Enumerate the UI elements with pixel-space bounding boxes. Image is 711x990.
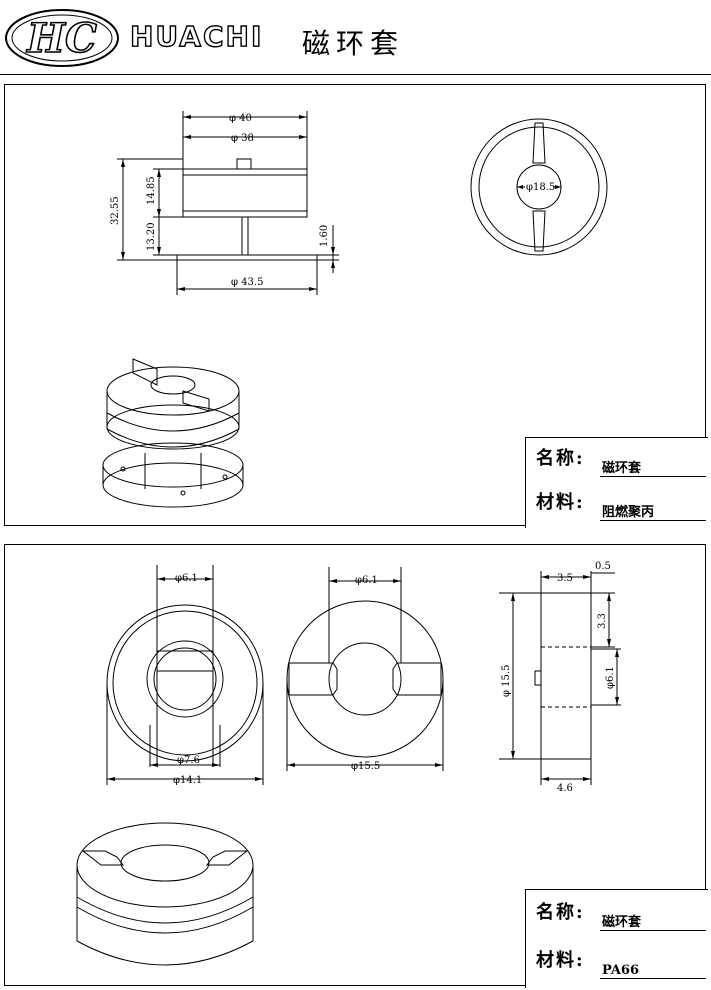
title-block-2: 名称: 磁环套 材料: PA66: [525, 889, 708, 988]
name-label: 名称:: [536, 448, 585, 469]
dim-c-total-width: 4.6: [557, 783, 573, 794]
material-value: PA66: [600, 963, 706, 979]
drawing-panel-2-svg: φ6.1 φ7.6 φ14.1 φ6.1 φ15.5: [76, 561, 621, 966]
dim-center-hole: φ18.5: [526, 182, 555, 193]
logo-mark: HC: [26, 15, 97, 62]
drawing-panel-1-svg: φ 40 φ 38 φ 43.5 32.55 14.85 13.20 1.60 …: [102, 111, 608, 508]
material-label: 材料:: [536, 492, 585, 513]
dim-b-outer: φ15.5: [351, 761, 380, 772]
title-block-name-row: 名称: 磁环套: [536, 444, 706, 480]
dim-inner-diameter: φ 38: [231, 133, 254, 144]
title-block-name-row: 名称: 磁环套: [536, 898, 706, 934]
name-value: 磁环套: [600, 457, 706, 477]
dim-a-slot-width: φ6.1: [175, 573, 198, 584]
dim-c-bore: φ6.1: [605, 666, 616, 689]
dim-b-slot-width: φ6.1: [355, 575, 378, 586]
header-divider: [0, 74, 711, 75]
dim-ring-height: 14.85: [146, 176, 157, 205]
ring-top-view: [106, 565, 264, 785]
material-value: 阻燃聚丙: [600, 501, 706, 521]
title-block-material-row: 材料: PA66: [536, 946, 706, 982]
huachi-logo-icon: HC: [5, 9, 119, 67]
dim-stem-height: 13.20: [146, 222, 157, 251]
dim-a-outer: φ14.1: [173, 775, 202, 786]
isometric-view-1: [102, 358, 244, 508]
title-block-material-row: 材料: 阻燃聚丙: [536, 488, 706, 524]
name-label: 名称:: [536, 902, 585, 923]
isometric-view-2: [76, 822, 254, 966]
header: HC HUACHI 磁环套: [0, 0, 711, 76]
dim-a-bore: φ7.6: [177, 755, 200, 766]
drawing-panel-2: φ6.1 φ7.6 φ14.1 φ6.1 φ15.5: [4, 544, 708, 988]
dim-c-offset: 0.5: [595, 561, 611, 572]
page-title: 磁环套: [302, 27, 405, 60]
title-block-1: 名称: 磁环套 材料: 阻燃聚丙: [525, 437, 708, 528]
dim-c-outer: φ 15.5: [501, 665, 512, 697]
dim-outer-diameter: φ 40: [229, 113, 252, 124]
dim-total-height: 32.55: [110, 196, 121, 225]
name-value: 磁环套: [600, 911, 706, 931]
brand-name: HUACHI: [129, 19, 264, 53]
material-label: 材料:: [536, 950, 585, 971]
dim-c-slot-height: 3.3: [597, 613, 608, 629]
side-section-view: [499, 571, 621, 785]
dim-base-thickness: 1.60: [319, 225, 330, 247]
dim-c-ring-width: 3.5: [557, 573, 573, 584]
dim-base-diameter: φ 43.5: [231, 277, 263, 288]
drawing-panel-1: φ 40 φ 38 φ 43.5 32.55 14.85 13.20 1.60 …: [4, 84, 708, 528]
ring-slot-view: [286, 567, 444, 771]
